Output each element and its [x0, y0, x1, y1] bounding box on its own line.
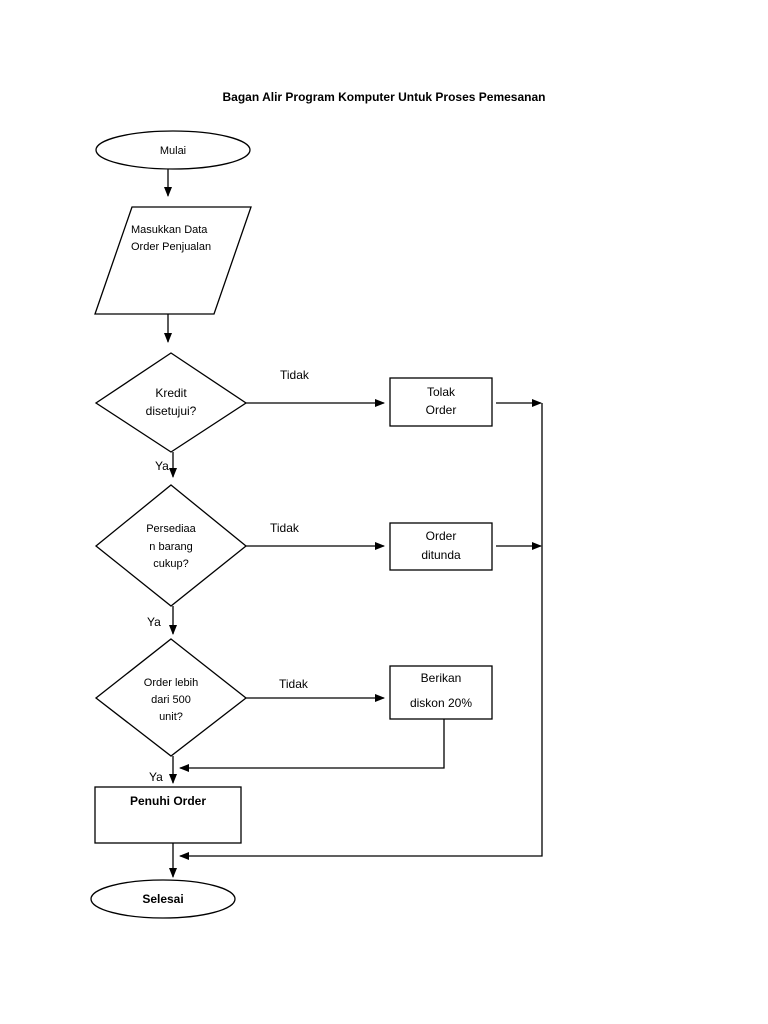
discount-node: Berikan diskon 20% — [389, 665, 493, 720]
discount-line1: Berikan — [421, 671, 462, 685]
decision-quantity-line1: Order lebih — [144, 677, 198, 689]
edge-label-d3-no: Tidak — [279, 677, 309, 691]
decision-credit-line2: disetujui? — [146, 404, 197, 418]
decision-quantity-line2: dari 500 — [151, 694, 191, 706]
end-label: Selesai — [142, 892, 183, 906]
reject-order-node: Tolak Order — [389, 377, 493, 427]
input-node: Masukkan Data Order Penjualan — [94, 206, 252, 315]
input-label-line1: Masukkan Data — [131, 224, 208, 236]
edge-label-d1-no: Tidak — [280, 368, 310, 382]
decision-credit-node: Kredit disetujui? — [94, 352, 248, 453]
diagram-title: Bagan Alir Program Komputer Untuk Proses… — [223, 90, 546, 104]
start-label: Mulai — [160, 145, 186, 157]
merge-line-to-end — [179, 403, 543, 860]
decision-stock-line2: n barang — [149, 541, 192, 553]
edge-label-d1-yes: Ya — [155, 459, 169, 473]
start-node: Mulai — [95, 130, 251, 170]
reject-order-line2: Order — [426, 403, 457, 417]
decision-quantity-node: Order lebih dari 500 unit? — [94, 638, 248, 757]
decision-credit-line1: Kredit — [155, 386, 187, 400]
edge-label-d2-no: Tidak — [270, 521, 300, 535]
delay-order-line2: ditunda — [421, 548, 461, 562]
edge-label-d3-yes: Ya — [149, 770, 163, 784]
decision-quantity-line3: unit? — [159, 711, 183, 723]
edge-label-d2-yes: Ya — [147, 615, 161, 629]
reject-order-line1: Tolak — [427, 385, 456, 399]
arrow-discount-to-fulfill — [179, 719, 445, 772]
fulfill-order-node: Penuhi Order — [94, 786, 242, 844]
decision-stock-line3: cukup? — [153, 558, 188, 570]
input-label-line2: Order Penjualan — [131, 241, 211, 253]
delay-order-line1: Order — [426, 529, 457, 543]
fulfill-order-label: Penuhi Order — [130, 794, 206, 808]
end-node: Selesai — [90, 879, 236, 919]
discount-line2: diskon 20% — [410, 696, 472, 710]
delay-order-node: Order ditunda — [389, 522, 493, 571]
decision-stock-node: Persediaa n barang cukup? — [94, 484, 248, 607]
decision-stock-line1: Persediaa — [146, 523, 196, 535]
